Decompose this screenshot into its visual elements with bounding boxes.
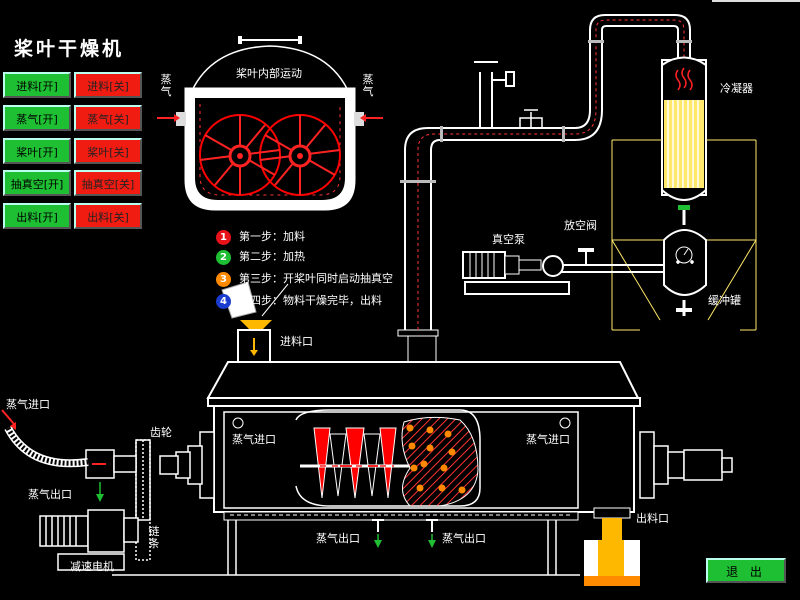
paddle-vessel <box>157 36 383 211</box>
steam-outlet-left-label: 蒸气出口 <box>28 488 72 501</box>
feed-hopper <box>221 281 289 365</box>
step-1-text: 第一步：加料 <box>239 230 305 243</box>
discharge-on-button[interactable]: 出料[开] <box>3 203 71 229</box>
steam-inlet-left-label: 蒸气进口 <box>6 398 50 411</box>
vacuum-pipe <box>404 14 691 330</box>
steam-off-button[interactable]: 蒸气[关] <box>74 105 142 131</box>
vacuum-off-button[interactable]: 抽真空[关] <box>74 170 142 196</box>
reducer-motor-label: 减速电机 <box>70 560 114 573</box>
app-title: 桨叶干燥机 <box>14 38 125 60</box>
steam-outlet-bottom1-label: 蒸气出口 <box>316 532 360 545</box>
step-3-badge: 3 <box>216 271 231 287</box>
feed-port-label: 进料口 <box>280 335 313 348</box>
buffer-tank <box>663 229 707 316</box>
steam-inlet-inner-left-label: 蒸气进口 <box>232 433 276 446</box>
step-1-badge: 1 <box>216 229 231 245</box>
vacuum-on-button[interactable]: 抽真空[开] <box>3 170 71 196</box>
buffer-tank-label: 缓冲罐 <box>708 294 741 307</box>
paddle-on-button[interactable]: 桨叶[开] <box>3 138 71 164</box>
gear-label: 齿轮 <box>150 426 172 439</box>
feed-on-button[interactable]: 进料[开] <box>3 72 71 98</box>
support-frame <box>611 139 757 331</box>
step-2: 2 第二步：加热 <box>216 248 305 265</box>
steam-on-button[interactable]: 蒸气[开] <box>3 105 71 131</box>
feed-off-button[interactable]: 进料[关] <box>74 72 142 98</box>
chain-label: 链条 <box>148 525 160 550</box>
step-2-badge: 2 <box>216 249 231 265</box>
drive-assembly <box>39 431 733 571</box>
vessel-steam-right-label: 蒸气 <box>362 73 374 98</box>
vessel-steam-left-label: 蒸气 <box>160 73 172 98</box>
condenser-label: 冷凝器 <box>720 82 753 95</box>
exit-button[interactable]: 退 出 <box>706 558 786 583</box>
discharge-chute <box>584 507 640 586</box>
step-4-badge: 4 <box>216 293 231 309</box>
vacuum-pump <box>462 248 664 295</box>
step-1: 1 第一步：加料 <box>216 228 305 245</box>
vacuum-pump-label: 真空泵 <box>492 233 525 246</box>
paddle-off-button[interactable]: 桨叶[关] <box>74 138 142 164</box>
step-3-text: 第三步：开桨叶同时启动抽真空 <box>239 272 393 285</box>
steam-outlet-bottom2-label: 蒸气出口 <box>442 532 486 545</box>
step-4: 4 第四步：物料干燥完毕，出料 <box>216 292 382 309</box>
dryer-body <box>112 361 641 576</box>
step-2-text: 第二步：加热 <box>239 250 305 263</box>
vessel-title: 桨叶内部运动 <box>236 67 302 80</box>
discharge-off-button[interactable]: 出料[关] <box>74 203 142 229</box>
step-4-text: 第四步：物料干燥完毕，出料 <box>239 294 382 307</box>
discharge-port-label: 出料口 <box>636 512 669 525</box>
steam-inlet-inner-right-label: 蒸气进口 <box>526 433 570 446</box>
condenser <box>661 56 707 225</box>
step-3: 3 第三步：开桨叶同时启动抽真空 <box>216 270 393 287</box>
vent-valve-label: 放空阀 <box>564 219 597 232</box>
